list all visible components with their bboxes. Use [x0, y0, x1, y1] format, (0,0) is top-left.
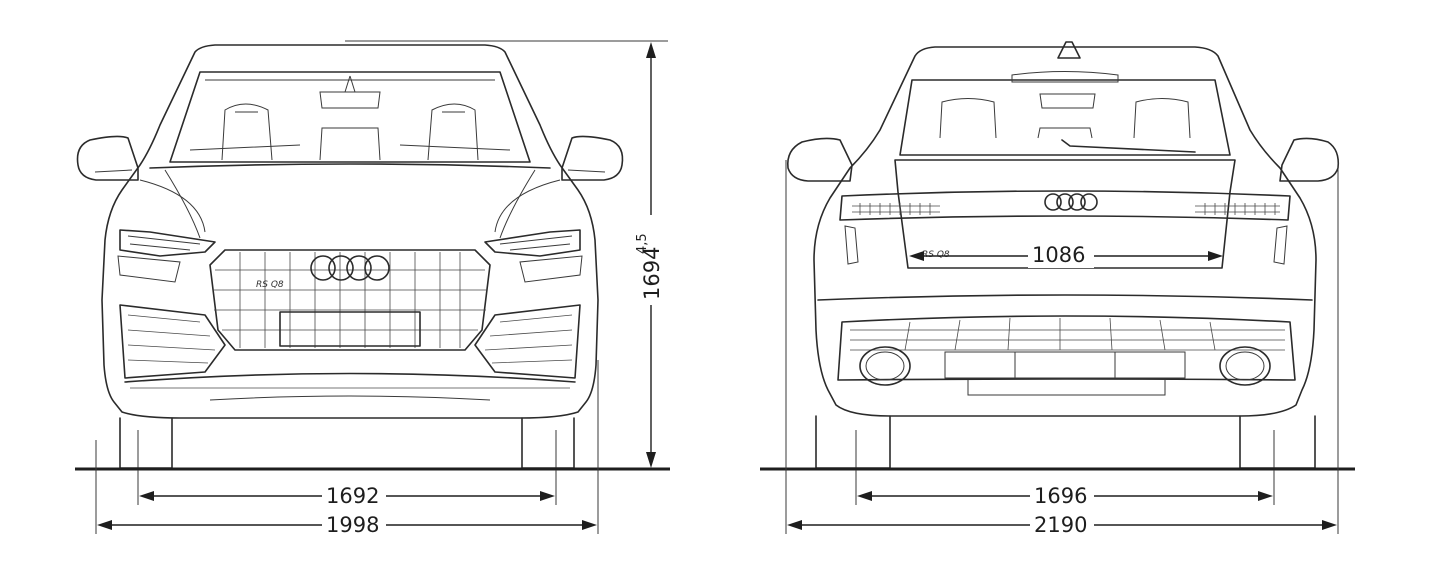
rear-left-tire [815, 415, 891, 469]
front-right-tire [521, 417, 575, 469]
front-right-headlight [484, 229, 581, 257]
rear-right-mirror [1279, 137, 1340, 182]
front-grille [209, 249, 491, 351]
front-left-mirror [76, 135, 139, 181]
front-left-headlight [119, 229, 216, 257]
rear-light-bar [839, 190, 1291, 221]
rear-width-label: 2190 [1034, 513, 1087, 537]
front-track-label: 1692 [326, 484, 379, 508]
rear-view: RS Q8 [786, 41, 1340, 469]
front-rings-logo [310, 255, 390, 281]
rear-tailgate [894, 159, 1236, 269]
front-left-tire [119, 417, 173, 469]
front-grille-badge: RS Q8 [256, 280, 284, 290]
front-height-dimension: 1694 4,5 [345, 40, 668, 468]
rear-tailgate-dimension: 1086 [909, 242, 1223, 268]
front-view: RS Q8 [76, 44, 624, 469]
rear-body-outline [813, 46, 1317, 417]
front-windshield [169, 71, 531, 163]
rear-width-dimension: 2190 [785, 160, 1339, 538]
front-width-dimension: 1998 [95, 360, 599, 538]
rear-left-exhaust [859, 346, 911, 386]
rear-window [899, 79, 1231, 156]
rear-rings-logo [1044, 193, 1098, 211]
front-width-label: 1998 [326, 513, 379, 537]
rear-right-tire [1239, 415, 1316, 469]
rear-antenna [1057, 41, 1081, 59]
rear-track-label: 1696 [1034, 484, 1087, 508]
rear-track-dimension: 1696 [855, 470, 1275, 509]
rear-tailgate-badge: RS Q8 [922, 250, 950, 260]
rear-left-mirror [786, 137, 853, 182]
front-track-dimension: 1692 [137, 470, 557, 509]
front-body-outline [101, 44, 599, 419]
front-license-plate [279, 311, 421, 347]
front-right-mirror [561, 135, 624, 181]
rear-diffuser [837, 315, 1296, 381]
front-height-label: 1694 [640, 247, 664, 300]
rear-tailgate-label: 1086 [1032, 243, 1085, 267]
rear-right-exhaust [1219, 346, 1271, 386]
rear-wiper [1061, 139, 1196, 153]
front-height-superscript: 4,5 [635, 233, 650, 254]
